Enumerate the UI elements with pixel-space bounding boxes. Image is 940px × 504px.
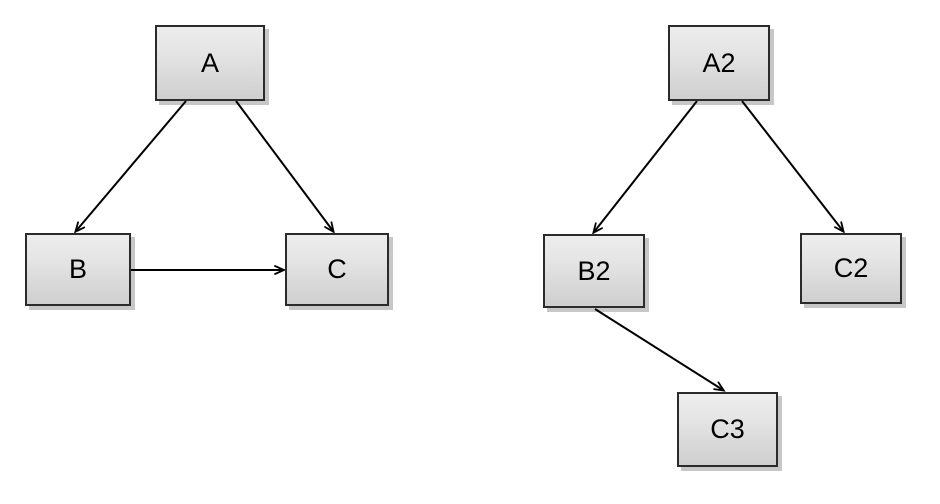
node-label-b: B (68, 254, 87, 284)
node-c2[interactable]: C2 (800, 233, 902, 304)
edge-b2-to-c3 (594, 308, 726, 392)
node-label-c3: C3 (710, 414, 745, 444)
node-a[interactable]: A (155, 25, 265, 101)
edge-a2-to-b2 (592, 100, 698, 235)
node-b2[interactable]: B2 (543, 234, 645, 308)
node-c3[interactable]: C3 (677, 392, 778, 467)
node-c[interactable]: C (285, 233, 389, 306)
node-label-b2: B2 (577, 255, 611, 286)
edge-lines (73, 100, 845, 392)
edge-a-to-c (235, 100, 335, 234)
node-a2[interactable]: A2 (668, 25, 770, 101)
node-label-a2: A2 (702, 47, 736, 78)
edge-a2-to-c2 (741, 100, 845, 234)
node-b[interactable]: B (25, 233, 131, 306)
node-label-c2: C2 (833, 253, 869, 283)
node-label-c: C (327, 254, 347, 284)
edge-a-to-b (73, 100, 187, 234)
node-label-a: A (200, 47, 219, 78)
